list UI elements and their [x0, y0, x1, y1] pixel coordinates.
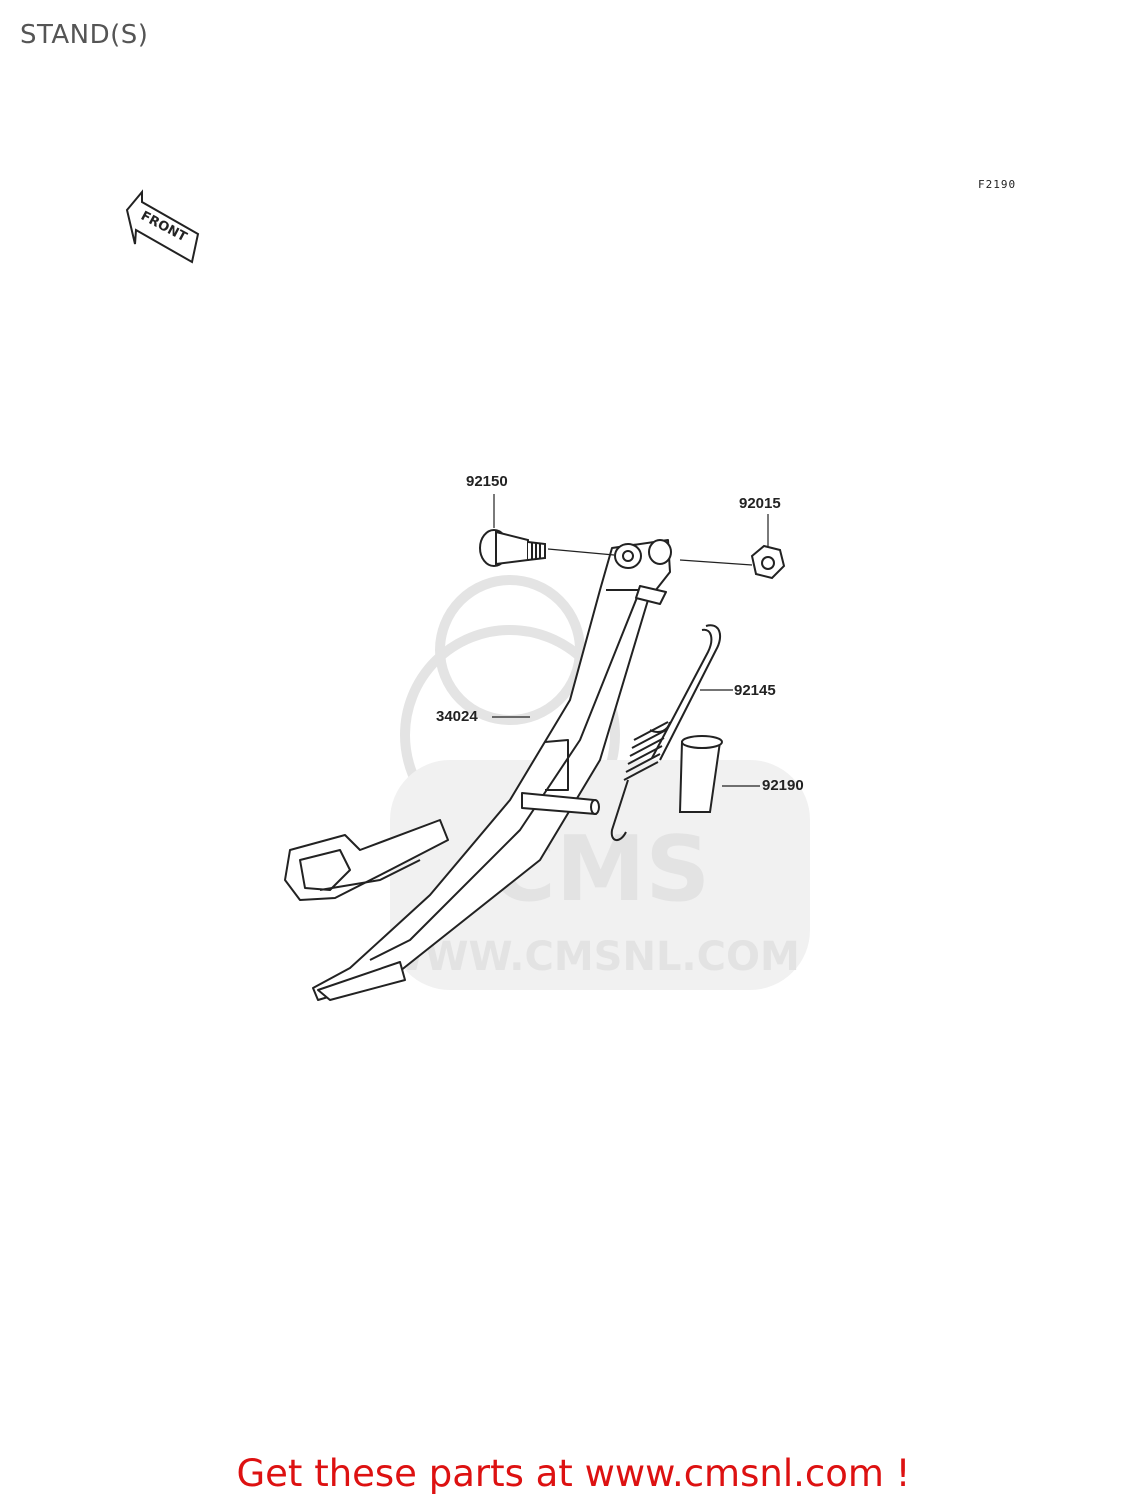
front-arrow-icon: FRONT: [125, 189, 200, 264]
bolt-92150: [479, 529, 546, 567]
callout-92150: 92150: [466, 473, 508, 490]
diagram-code: F2190: [978, 178, 1017, 191]
callout-92015: 92015: [739, 495, 781, 512]
callout-92190: 92190: [762, 777, 804, 794]
callout-34024: 34024: [436, 708, 478, 725]
collar-92190: [678, 735, 723, 813]
leader-lines: [492, 494, 769, 787]
page-title: STAND(S): [20, 20, 149, 50]
callout-92145: 92145: [734, 682, 776, 699]
watermark-url: WWW.CMSNL.COM: [380, 934, 800, 980]
spring-92145: [610, 624, 722, 841]
side-stand: [284, 539, 672, 1001]
get-parts-link[interactable]: Get these parts at www.cmsnl.com !: [236, 1452, 911, 1495]
nut-92015: [750, 544, 786, 580]
